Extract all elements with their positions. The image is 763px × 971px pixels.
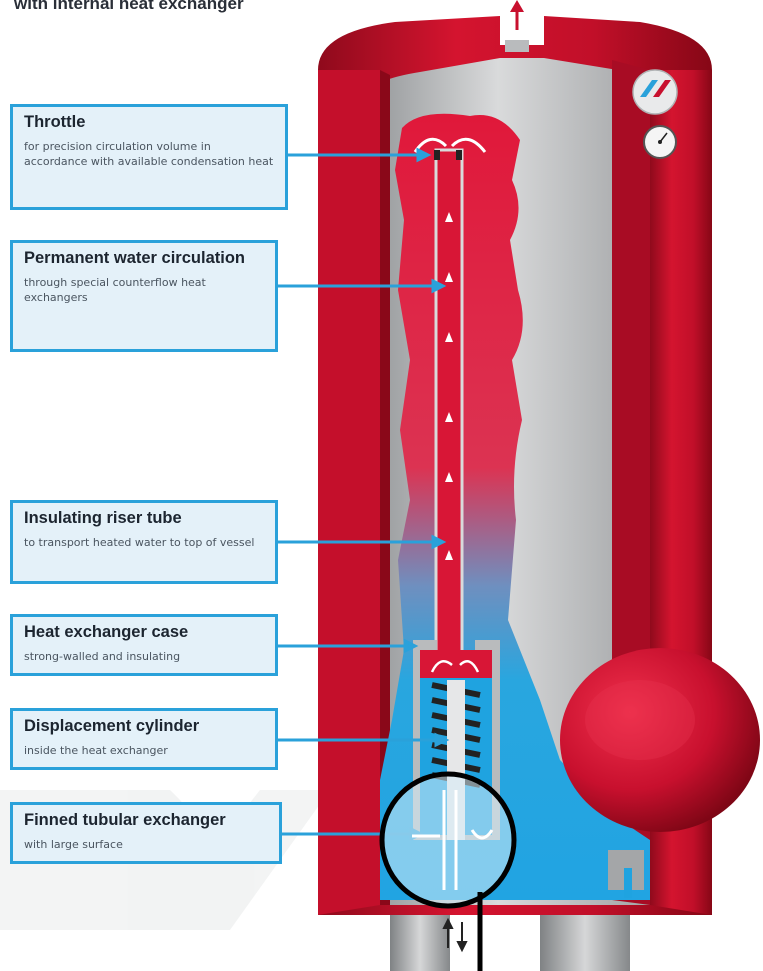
- callout-title: Insulating riser tube: [24, 509, 265, 528]
- flange-cover: [560, 648, 760, 832]
- header-title: with internal heat exchanger: [14, 0, 244, 14]
- callout-description: with large surface: [24, 837, 269, 852]
- callout-description: for precision circulation volume in acco…: [24, 139, 275, 169]
- shell-cut-left: [318, 70, 380, 915]
- callout-throttle: Throttle for precision circulation volum…: [10, 104, 288, 210]
- callout-description: through special counterflow heat exchang…: [24, 275, 265, 305]
- callout-description: inside the heat exchanger: [24, 743, 265, 758]
- callout-displacement-cylinder: Displacement cylinder inside the heat ex…: [10, 708, 278, 770]
- callout-finned-tubular-exchanger: Finned tubular exchanger with large surf…: [10, 802, 282, 864]
- callout-title: Displacement cylinder: [24, 717, 265, 736]
- callout-title: Heat exchanger case: [24, 623, 265, 642]
- callout-insulating-riser-tube: Insulating riser tube to transport heate…: [10, 500, 278, 584]
- callout-title: Throttle: [24, 113, 275, 132]
- bottom-connection-arrows-icon: [444, 920, 466, 950]
- pressure-gauge-icon: [644, 126, 676, 158]
- riser-tube: [434, 150, 462, 660]
- callout-title: Permanent water circulation: [24, 249, 265, 268]
- callout-permanent-water-circulation: Permanent water circulation through spec…: [10, 240, 278, 352]
- callout-heat-exchanger-case: Heat exchanger case strong-walled and in…: [10, 614, 278, 676]
- callout-description: strong-walled and insulating: [24, 649, 265, 664]
- callout-title: Finned tubular exchanger: [24, 811, 269, 830]
- logo-icon: [633, 70, 677, 114]
- callout-description: to transport heated water to top of vess…: [24, 535, 265, 550]
- top-outlet-arrow-icon: [505, 0, 529, 52]
